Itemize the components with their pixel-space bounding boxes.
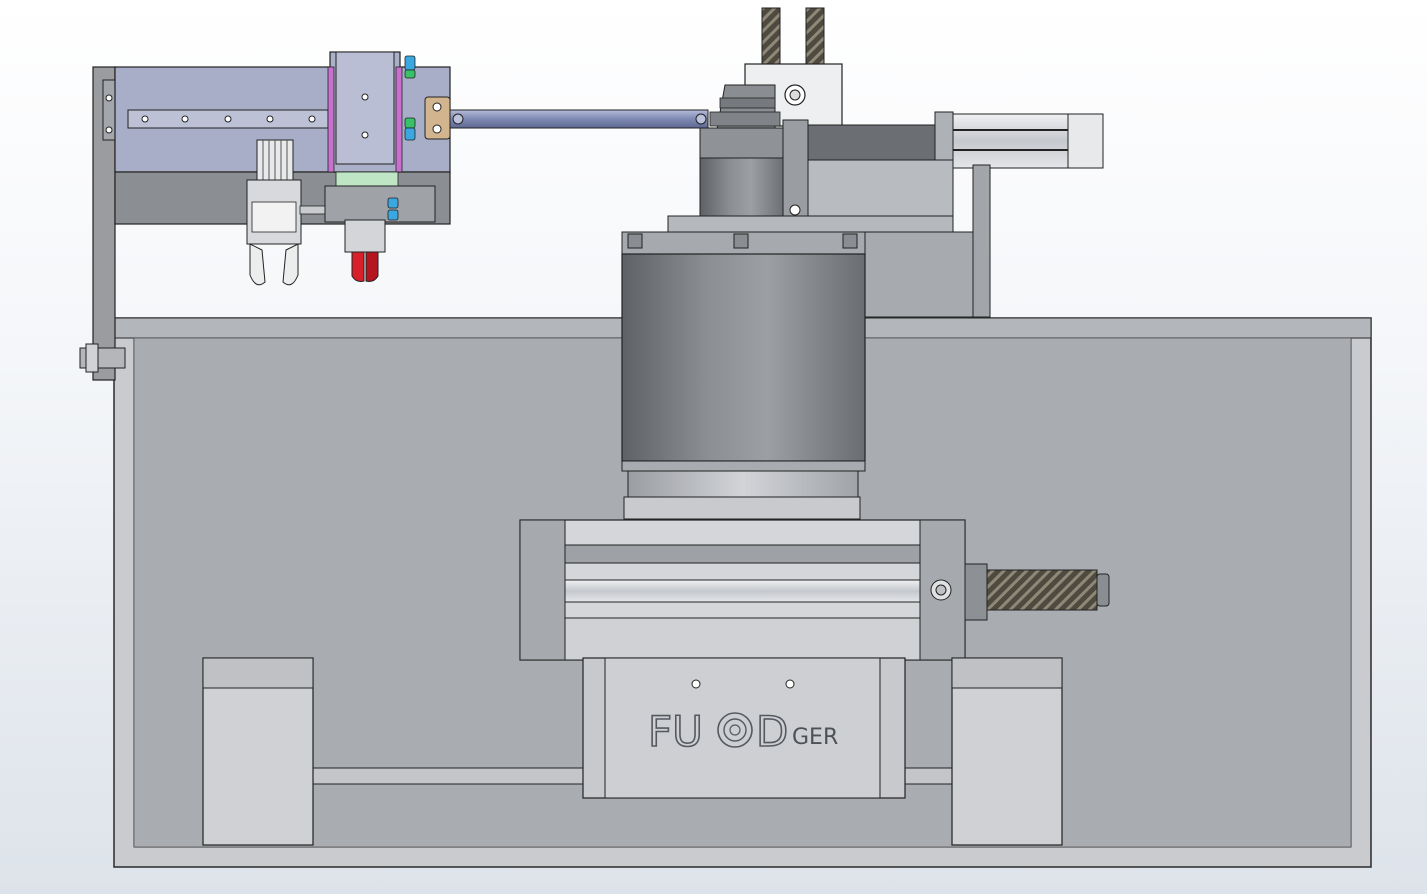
- rotary-head-unit: [667, 7, 1104, 318]
- left-gripper: [246, 139, 329, 286]
- lower-linear-cylinder: [519, 519, 1110, 661]
- main-rotary-cylinder: [621, 231, 866, 520]
- brand-logo-suffix: GER: [792, 725, 838, 750]
- horizontal-rod: [449, 109, 709, 129]
- center-gripper: [324, 171, 436, 282]
- brand-logo-ring-icon: [717, 712, 753, 748]
- brand-logo-main: FU: [648, 707, 703, 756]
- bottom-linear-rail: [202, 657, 1063, 846]
- brand-logo-letter: D: [756, 707, 788, 756]
